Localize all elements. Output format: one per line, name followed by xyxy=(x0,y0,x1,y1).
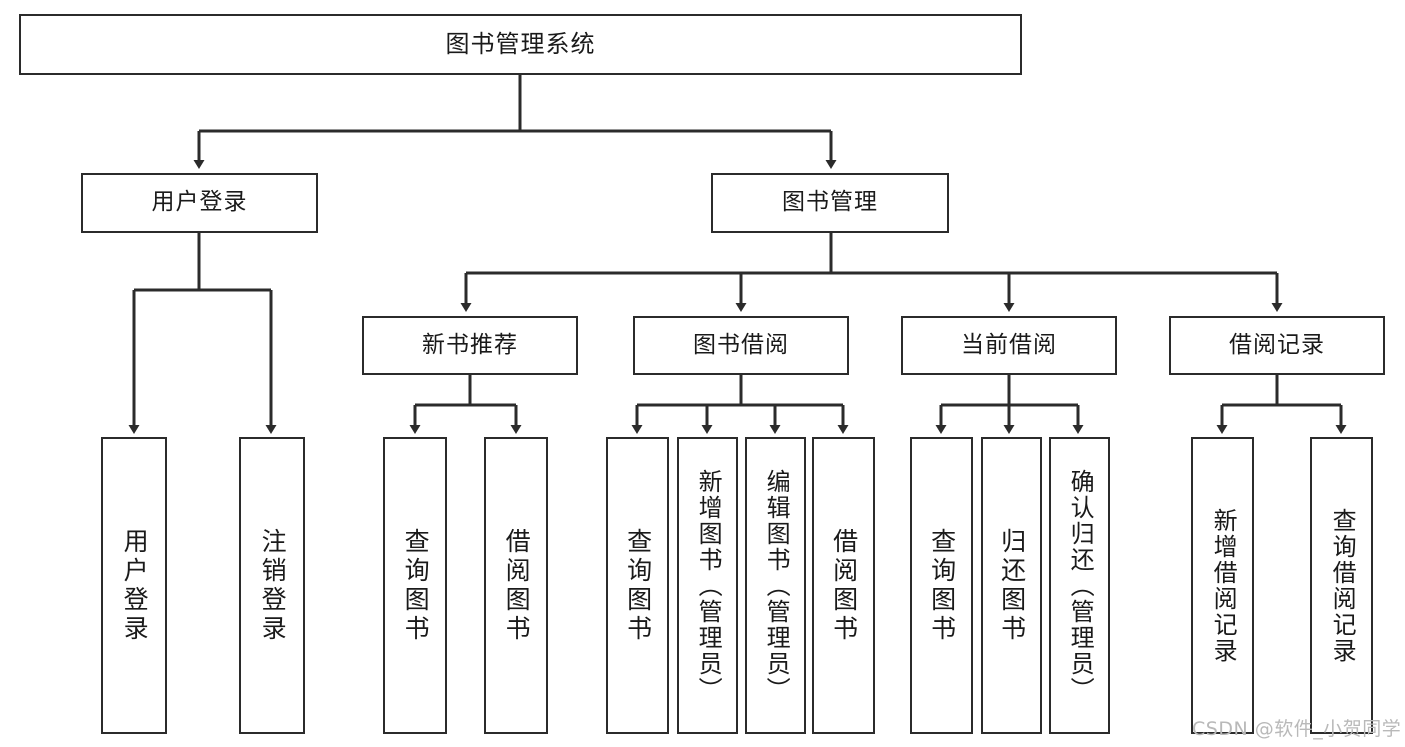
node-leaf-borrow-book-2[interactable]: 借阅图书 xyxy=(812,437,875,734)
node-leaf-query-book-2-label: 查询图书 xyxy=(623,527,653,644)
node-user-login-label: 用户登录 xyxy=(151,189,248,216)
node-leaf-return-book[interactable]: 归还图书 xyxy=(981,437,1042,734)
node-book-borrow[interactable]: 图书借阅 xyxy=(633,316,849,375)
node-leaf-confirm-return-label: 确认归还（管理员） xyxy=(1066,468,1095,703)
node-leaf-edit-book[interactable]: 编辑图书（管理员） xyxy=(745,437,806,734)
node-book-borrow-label: 图书借阅 xyxy=(693,331,789,358)
node-book-manage-label: 图书管理 xyxy=(782,189,878,216)
node-root[interactable]: 图书管理系统 xyxy=(19,14,1022,75)
node-book-manage[interactable]: 图书管理 xyxy=(711,173,949,233)
node-borrow-record-label: 借阅记录 xyxy=(1229,331,1325,358)
node-leaf-user-logout-label: 注销登录 xyxy=(258,527,288,644)
node-leaf-borrow-book-1-label: 借阅图书 xyxy=(502,527,532,644)
node-leaf-user-login-label: 用户登录 xyxy=(120,527,150,644)
node-user-login[interactable]: 用户登录 xyxy=(81,173,318,233)
node-leaf-add-record-label: 新增借阅记录 xyxy=(1209,507,1238,664)
node-leaf-user-logout[interactable]: 注销登录 xyxy=(239,437,305,734)
node-leaf-return-book-label: 归还图书 xyxy=(997,527,1027,644)
node-leaf-query-book-1-label: 查询图书 xyxy=(401,527,431,644)
csdn-watermark: CSDN @软件_小贺同学 xyxy=(1192,718,1402,740)
node-new-book-rec[interactable]: 新书推荐 xyxy=(362,316,578,375)
node-leaf-query-book-2[interactable]: 查询图书 xyxy=(606,437,669,734)
node-leaf-add-book-label: 新增图书（管理员） xyxy=(694,468,723,703)
node-leaf-confirm-return[interactable]: 确认归还（管理员） xyxy=(1049,437,1110,734)
node-leaf-add-book[interactable]: 新增图书（管理员） xyxy=(677,437,738,734)
node-leaf-user-login[interactable]: 用户登录 xyxy=(101,437,167,734)
node-leaf-borrow-book-2-label: 借阅图书 xyxy=(829,527,859,644)
node-leaf-add-record[interactable]: 新增借阅记录 xyxy=(1191,437,1254,734)
node-borrow-record[interactable]: 借阅记录 xyxy=(1169,316,1385,375)
node-current-borrow-label: 当前借阅 xyxy=(961,331,1057,358)
node-leaf-borrow-book-1[interactable]: 借阅图书 xyxy=(484,437,548,734)
node-leaf-query-book-3[interactable]: 查询图书 xyxy=(910,437,973,734)
node-new-book-rec-label: 新书推荐 xyxy=(422,331,518,358)
node-leaf-query-record[interactable]: 查询借阅记录 xyxy=(1310,437,1373,734)
node-leaf-query-book-3-label: 查询图书 xyxy=(927,527,957,644)
node-leaf-query-record-label: 查询借阅记录 xyxy=(1328,507,1357,664)
node-leaf-edit-book-label: 编辑图书（管理员） xyxy=(762,468,791,703)
node-leaf-query-book-1[interactable]: 查询图书 xyxy=(383,437,447,734)
node-root-label: 图书管理系统 xyxy=(445,30,596,59)
node-current-borrow[interactable]: 当前借阅 xyxy=(901,316,1117,375)
